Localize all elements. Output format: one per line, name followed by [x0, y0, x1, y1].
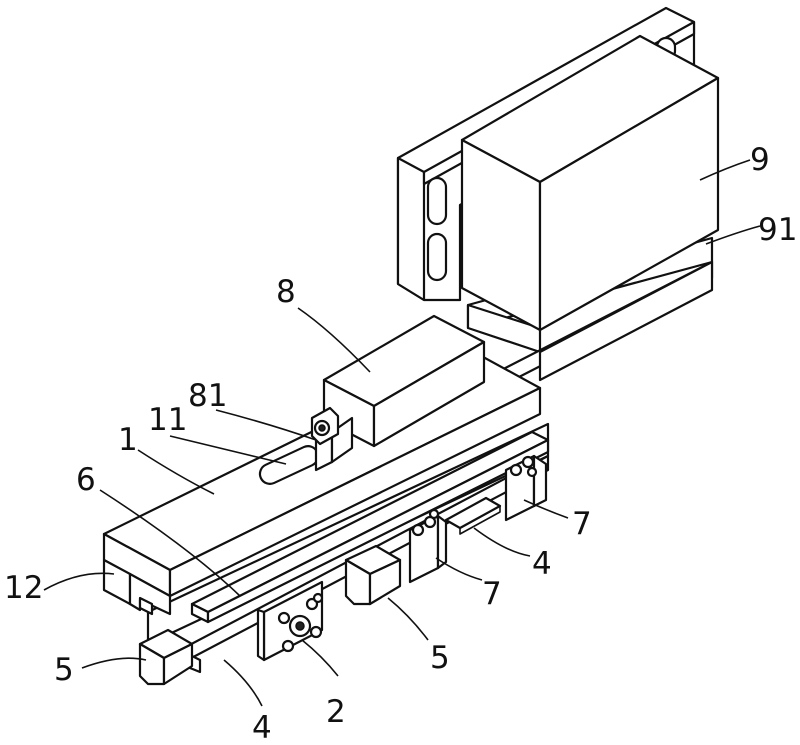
leader-2 — [302, 640, 338, 676]
callout-7-right: 7 — [572, 506, 592, 542]
callout-5-middle: 5 — [430, 640, 450, 676]
callout-7-middle: 7 — [482, 576, 502, 612]
leader-5-left — [82, 658, 146, 668]
callout-9: 9 — [750, 142, 770, 178]
leader-81 — [216, 410, 316, 440]
part-7-right-clip — [506, 456, 546, 520]
mounting-slot-lower — [428, 234, 446, 280]
callout-1: 1 — [118, 422, 138, 458]
callout-4-bottom: 4 — [252, 710, 272, 745]
leader-4-bottom — [224, 660, 262, 706]
leader-11 — [170, 436, 286, 464]
callout-91: 91 — [758, 212, 797, 248]
callout-11: 11 — [148, 402, 187, 438]
leader-1 — [138, 450, 214, 494]
leader-5-middle — [388, 598, 428, 640]
callout-6: 6 — [76, 462, 96, 498]
callout-12: 12 — [4, 570, 43, 606]
part-5-middle-block — [346, 546, 400, 604]
callout-5-left: 5 — [54, 652, 74, 688]
leader-4-right — [474, 528, 530, 556]
mounting-slot-upper — [428, 178, 446, 224]
callout-4-right: 4 — [532, 546, 552, 582]
callout-81: 81 — [188, 378, 227, 414]
part-7-middle-clip — [410, 510, 446, 582]
callout-8: 8 — [276, 274, 296, 310]
leader-7-right — [524, 500, 568, 518]
callout-2: 2 — [326, 694, 346, 730]
